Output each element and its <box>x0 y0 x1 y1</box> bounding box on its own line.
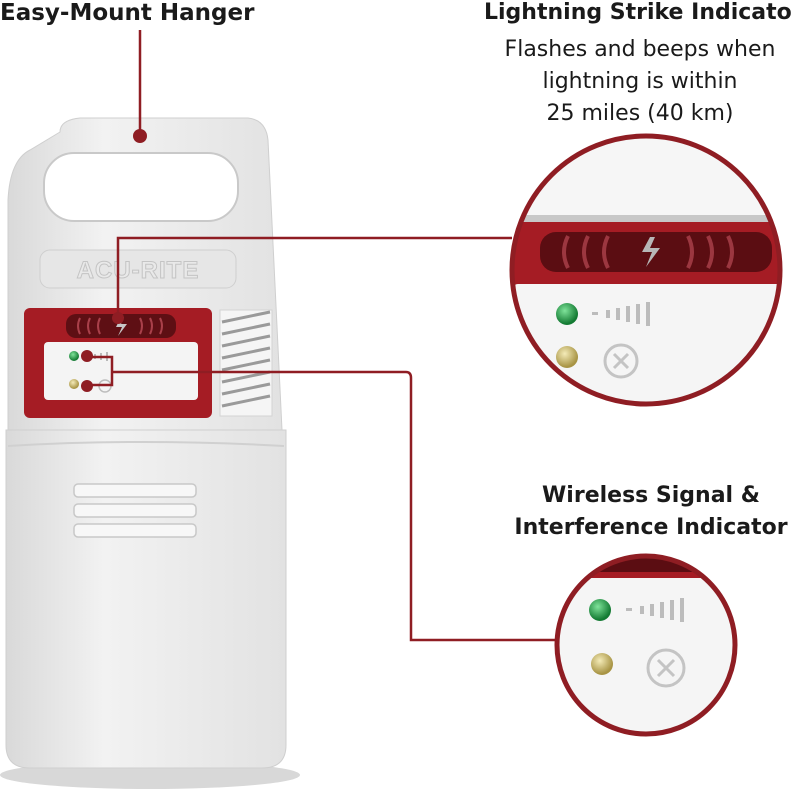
interference-x-icon <box>646 648 686 688</box>
wireless-title-line: Interference Indicator <box>514 515 788 540</box>
brand-emboss <box>39 249 237 289</box>
interference-led <box>69 379 79 389</box>
lightning-desc-line: 25 miles (40 km) <box>546 101 734 126</box>
lightning-desc-line: Flashes and beeps when <box>504 37 776 62</box>
wireless-callout-title: Wireless Signal & Interference Indicator <box>486 480 800 544</box>
lightning-callout-description: Flashes and beeps when lightning is with… <box>470 34 800 130</box>
cover-grip-ridges <box>73 483 197 538</box>
wireless-zoom-circle <box>554 553 738 737</box>
signal-bars-icon <box>626 598 684 622</box>
lightning-zoom-circle <box>509 133 783 407</box>
weather-sensor-device: ACU-RITE <box>5 117 287 769</box>
wireless-title-line: Wireless Signal & <box>542 483 760 508</box>
battery-cover <box>5 429 287 769</box>
brand-logo: ACU-RITE <box>77 257 200 284</box>
lightning-desc-line: lightning is within <box>542 69 738 94</box>
interference-x-icon <box>603 343 639 379</box>
signal-bars-icon <box>592 302 650 326</box>
callout-dots <box>81 129 147 392</box>
hanger-callout-title: Easy-Mount Hanger <box>0 0 255 26</box>
callout-lines <box>86 30 557 642</box>
hanger-hole <box>43 152 239 222</box>
vent-grill <box>219 309 273 417</box>
lightning-callout-title: Lightning Strike Indicato <box>484 0 792 25</box>
signal-led <box>69 351 79 361</box>
lightning-bolt-icon <box>642 237 660 267</box>
